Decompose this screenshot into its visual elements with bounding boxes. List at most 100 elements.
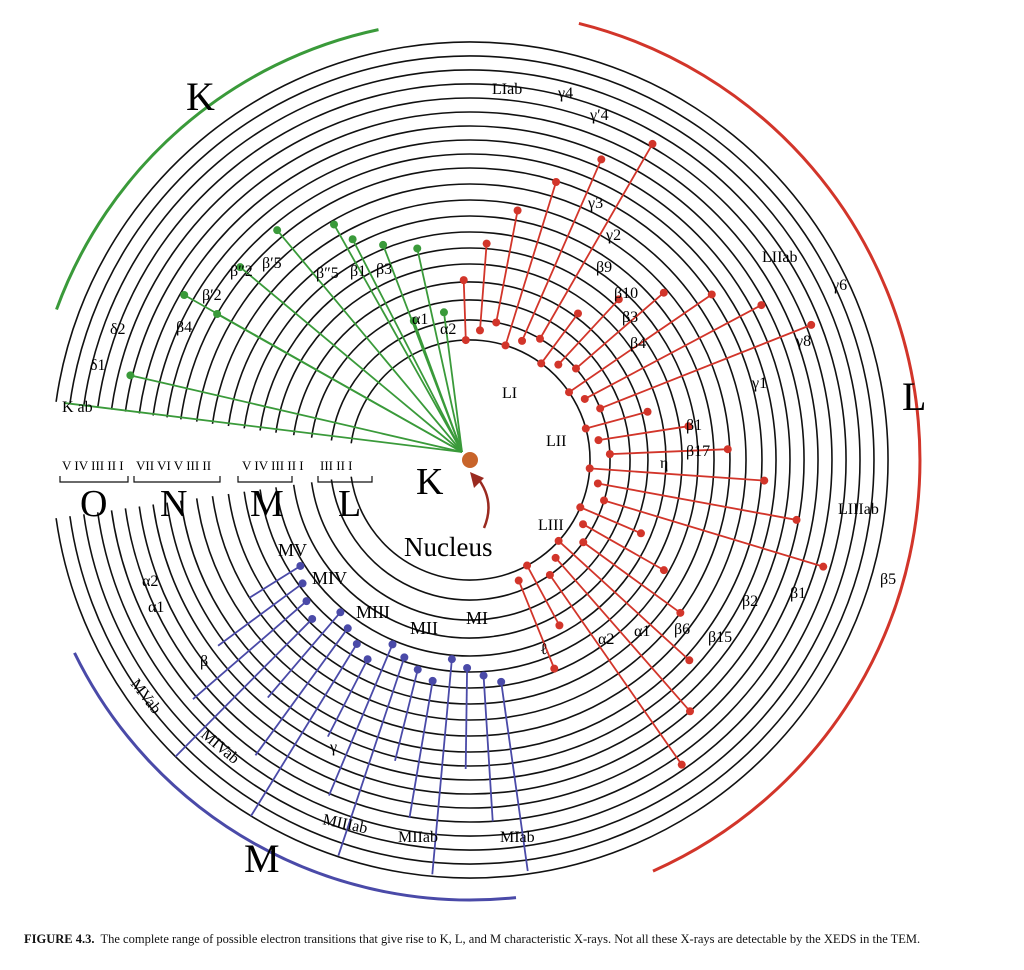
l-subshell-li: LI: [502, 385, 517, 402]
l-outer-dot-16: [792, 515, 801, 524]
l-label-gamma3: γ3: [587, 195, 603, 212]
m-inner-dot-5: [343, 624, 352, 633]
l-transition-line-14: [609, 448, 728, 456]
l-outer-dot-2: [513, 206, 522, 215]
l-label-beta17: β17: [686, 443, 710, 460]
l-outer-dot-15: [760, 476, 769, 485]
l-outer-dot-13: [684, 422, 693, 431]
m-transition-line-14: [482, 675, 494, 822]
m-transition-line-5: [254, 627, 349, 756]
shell-arc-7: [227, 215, 715, 705]
shell-arc-0: [350, 339, 591, 581]
l-transition-line-19: [582, 523, 665, 571]
electron-shells: [55, 41, 889, 879]
l-transition-line-6: [540, 312, 579, 364]
l-label-alpha1: α1: [634, 623, 650, 640]
m-inner-dot-3: [308, 614, 317, 623]
k-label-beta4: β4: [176, 319, 192, 336]
l-outer-dot-5: [648, 139, 657, 148]
l-outer-dot-12: [643, 407, 652, 416]
m-shell-subshells: V IV III II I: [242, 458, 304, 473]
m-series-bracket: [73, 652, 517, 902]
l-inner-dot-25: [514, 576, 523, 585]
l-transition-line-15: [589, 467, 765, 482]
k-label-delta2: δ2: [110, 321, 126, 338]
m-series-label: M: [244, 836, 280, 881]
m-transition-line-10: [394, 669, 419, 762]
l-outer-dot-4: [597, 155, 606, 164]
l-inner-dot-9: [565, 388, 574, 397]
m-label-mi: MI: [466, 608, 488, 628]
shell-arc-17: [83, 69, 861, 851]
k-transition-line-1: [130, 374, 463, 453]
m-label-beta: β: [200, 653, 208, 670]
m-label-mvab: MVab: [127, 676, 164, 717]
m-transition-line-1: [217, 582, 304, 647]
m-inner-dot-9: [400, 653, 409, 662]
k-transition-line-6: [333, 223, 463, 453]
l-transition-line-17: [603, 499, 824, 568]
l-label-gamma8: γ8: [795, 333, 811, 350]
k-line-labels: K ab δ1 δ2 β4 β′2 β″2 β′5 β″5 β1 β3 α1 α…: [62, 255, 456, 416]
k-label-alpha2: α2: [440, 321, 456, 338]
l-outer-dot-1: [482, 239, 491, 248]
l-label-beta10: β10: [614, 285, 638, 302]
l-outer-dot-3: [552, 178, 561, 187]
k-transition-dot-8: [379, 240, 388, 249]
l-label-beta4: β4: [630, 335, 646, 352]
l-label-gamma1: γ1: [751, 375, 767, 392]
l-label-beta15: β15: [708, 629, 732, 646]
m-label-gamma: γ: [329, 739, 337, 756]
m-label-mivab: MIVab: [197, 726, 242, 768]
l-outer-dot-24: [555, 621, 564, 630]
l-label-liiiab: LIIIab: [838, 501, 879, 518]
l-outer-dot-20: [676, 608, 685, 617]
shell-arc-18: [69, 55, 875, 865]
shell-arc-8: [211, 199, 731, 721]
l-outer-dot-9: [707, 290, 716, 299]
m-label-miiab: MIIab: [398, 829, 438, 846]
m-inner-dot-8: [388, 640, 397, 649]
m-label-miv: MIV: [312, 568, 347, 588]
m-shell-label: M: [250, 483, 284, 525]
m-inner-dot-7: [363, 655, 372, 664]
nucleus-arrowhead: [470, 472, 484, 488]
l-label-beta3: β3: [622, 309, 638, 326]
l-label-alpha2: α2: [598, 631, 614, 648]
l-transition-line-1: [479, 243, 488, 331]
l-outer-dot-6: [574, 309, 583, 318]
l-inner-dot-5: [536, 334, 544, 343]
l-inner-dot-14: [605, 450, 614, 459]
electron-transition-diagram: K L M V IV III II I VII VI V III II V IV…: [55, 21, 926, 902]
l-outer-dot-23: [677, 760, 686, 769]
l-transition-line-11: [599, 324, 812, 410]
nucleus-label: Nucleus: [404, 532, 492, 562]
l-transition-line-22: [554, 557, 691, 712]
shell-arc-15: [110, 97, 833, 823]
l-label-liab: LIab: [492, 81, 522, 98]
m-inner-dot-2: [302, 597, 311, 606]
l-transition-line-3: [504, 181, 557, 346]
m-transition-line-2: [192, 600, 308, 700]
l-inner-dot-16: [593, 479, 602, 488]
shell-arc-11: [166, 153, 777, 767]
l-outer-dot-18: [636, 529, 645, 538]
k-transition-dot-11: [439, 308, 448, 317]
m-inner-dot-0: [296, 561, 305, 570]
m-label-mv: MV: [278, 540, 307, 560]
shell-arc-3: [292, 281, 649, 639]
k-transition-line-5: [276, 229, 463, 453]
l-outer-dot-11: [807, 320, 816, 329]
shell-arc-14: [124, 111, 819, 809]
n-shell-label: N: [160, 483, 187, 525]
k-label-beta2pp: β″2: [230, 263, 253, 280]
l-shell-subshells: III II I: [320, 458, 352, 473]
l-transition-line-8: [575, 292, 665, 370]
k-label-beta1: β1: [350, 263, 366, 280]
k-label-alpha1: α1: [412, 311, 428, 328]
k-transition-dot-6: [330, 220, 338, 229]
m-label-mii: MII: [410, 618, 438, 638]
k-transition-dot-3: [213, 310, 222, 318]
o-shell-subshells: V IV III II I: [62, 458, 124, 473]
l-transition-line-12: [585, 410, 648, 430]
